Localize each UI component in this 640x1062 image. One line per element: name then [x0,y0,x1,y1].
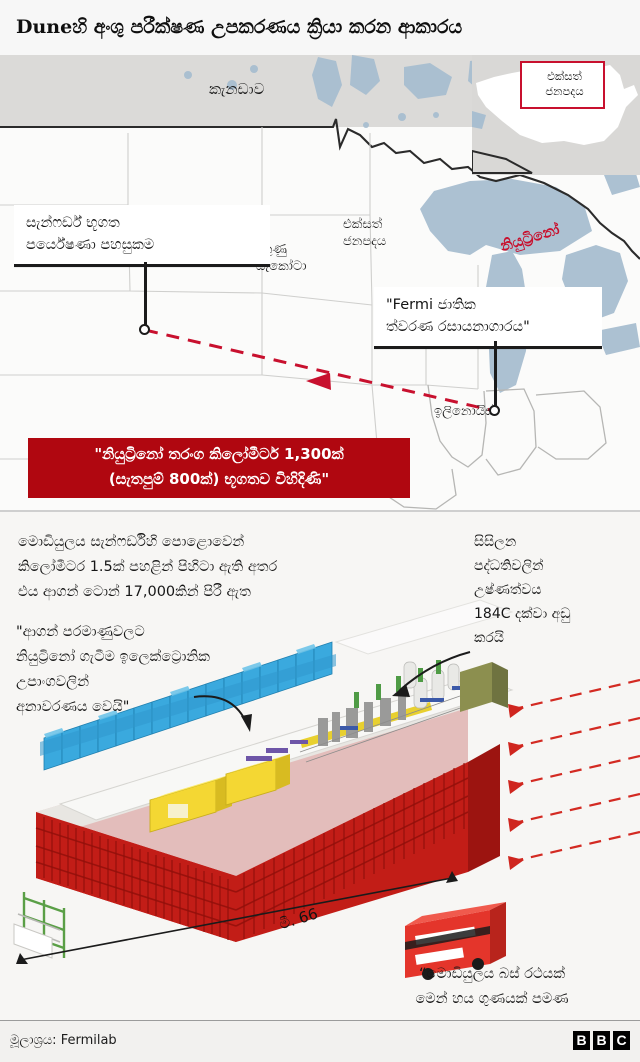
note-cooling-line1: සිසිලන [474,534,517,550]
callout-sanford-line2: පර්යේෂණා පහසුකම [26,237,155,253]
note-module-depth: මොඩියුලය සැන්ෆර්ඩිහි පොළොවෙන් කිලෝමීටර 1… [18,530,428,605]
note-cooling-line5: කරයි [474,630,504,646]
callout-fermi-line2: ත්වරණ රසායනාගාරය" [386,319,530,335]
source-credit: මූලාශ්‍රය: Fermilab [10,1033,117,1048]
detector-blue-panels [40,641,336,771]
map-marker-fermilab[interactable] [489,405,500,416]
callout-fermilab[interactable]: "Fermi ජාතික ත්වරණ රසායනාගාරය" [374,287,602,349]
note-detection-line3: උපාංගවලින් [16,674,89,690]
map-label-united-states-line1: එක්සත් [343,217,383,232]
footer-bar: මූලාශ්‍රය: Fermilab B B C [0,1020,640,1062]
note-cooling: සිසිලන පද්ධතිවලින් උෂ්ණත්වය 184C දක්වා අ… [474,530,634,650]
pointer-arrow-cooling [399,651,471,691]
neutrino-arrows [509,678,640,864]
note-cooling-line2: පද්ධතිවලින් [474,558,544,574]
note-module-line2: කිලෝමීටර 1.5ක් පහළින් පිහිටා ඇති අතර [18,559,278,575]
bbc-logo-letter-3: C [613,1031,630,1050]
callout-sanford-line1: සැන්ෆර්ඩ් භූගත [26,215,120,231]
neutrino-beam-banner: "නියුට්‍රිනෝ තරංග කිලෝමීටර් 1,300ක් (සැත… [28,438,410,498]
note-cooling-line4: 184C දක්වා අඩු [474,606,571,622]
bbc-logo: B B C [573,1031,630,1050]
page-title: Duneහි අංශු පරීක්ෂණ උපකරණය ක්‍රියා කරන ආ… [16,16,463,38]
map-panel[interactable]: එක්සත් ජනපදය කැනඩාව එක්සත් ජනපදය දකුණු ඩ… [0,55,640,510]
note-cooling-line3: උෂ්ණත්වය [474,582,542,598]
inset-label-line2: ජනපදය [545,84,584,98]
inset-label-box: එක්සත් ජනපදය [520,61,605,109]
detector-support-structure [13,892,66,959]
detector-diagram-panel: මොඩියුලය සැන්ෆර්ඩිහි පොළොවෙන් කිලෝමීටර 1… [0,512,640,1020]
map-marker-sanford[interactable] [139,324,150,335]
callout-fermi-stem [494,341,497,411]
callout-fermi-line1: "Fermi ජාතික [386,297,476,313]
section-divider [0,510,640,512]
note-module-line3: එය ආගන් ටොන් 17,000කින් පිරී ඇත [18,584,251,600]
pointer-arrow-detection-head [241,714,252,732]
map-label-united-states-line2: ජනපදය [343,234,387,249]
detector-machinery [246,660,508,763]
note-detection: "ආගන් පරමාණුවලට නියුට්‍රිනෝ ගැටීම ඉලෙක්ට… [16,620,316,720]
usa-inset-map: එක්සත් ජනපදය [472,55,640,175]
inset-label-line1: එක්සත් [547,69,582,83]
map-label-canada: කැනඩාව [209,80,265,98]
pointer-arrow-cooling-head [392,684,410,697]
bus-icon [405,902,506,980]
callout-sanford-facility[interactable]: සැන්ෆර්ඩ් භූගත පර්යේෂණා පහසුකම [14,205,270,267]
callout-sanford-stem [144,262,147,330]
note-detection-line4: අනාවරණය වෙයි" [16,699,130,715]
bbc-logo-letter-1: B [573,1031,590,1050]
bbc-logo-letter-2: B [593,1031,610,1050]
note-detection-line1: "ආගන් පරමාණුවලට [16,624,145,640]
dimension-line-66m [19,877,453,961]
detector-illustration [13,599,640,980]
title-bar: Duneහි අංශු පරීක්ෂණ උපකරණය ක්‍රියා කරන ආ… [0,0,640,55]
note-module-line1: මොඩියුලය සැන්ෆර්ඩිහි පොළොවෙන් [18,534,245,550]
note-detection-line2: නියුට්‍රිනෝ ගැටීම ඉලෙක්ට්‍රොනික [16,649,210,665]
map-label-united-states: එක්සත් ජනපදය [343,216,386,250]
bus-caption-line2: මෙන් හය ගුණයක් පමණ [415,991,569,1007]
bus-comparison-caption: “මොඩියුලය බස් රථයක් මෙන් හය ගුණයක් පමණ [356,962,628,1012]
bus-caption-line1: “මොඩියුලය බස් රථයක් [418,966,566,982]
map-label-illinois: ඉලිනොයිස් [434,404,495,419]
banner-line1: "නියුට්‍රිනෝ තරංග කිලෝමීටර් 1,300ක් [94,445,344,463]
banner-line2: (සැතපුම් 800ක්) භූගතව විහිදිණි" [108,470,330,488]
